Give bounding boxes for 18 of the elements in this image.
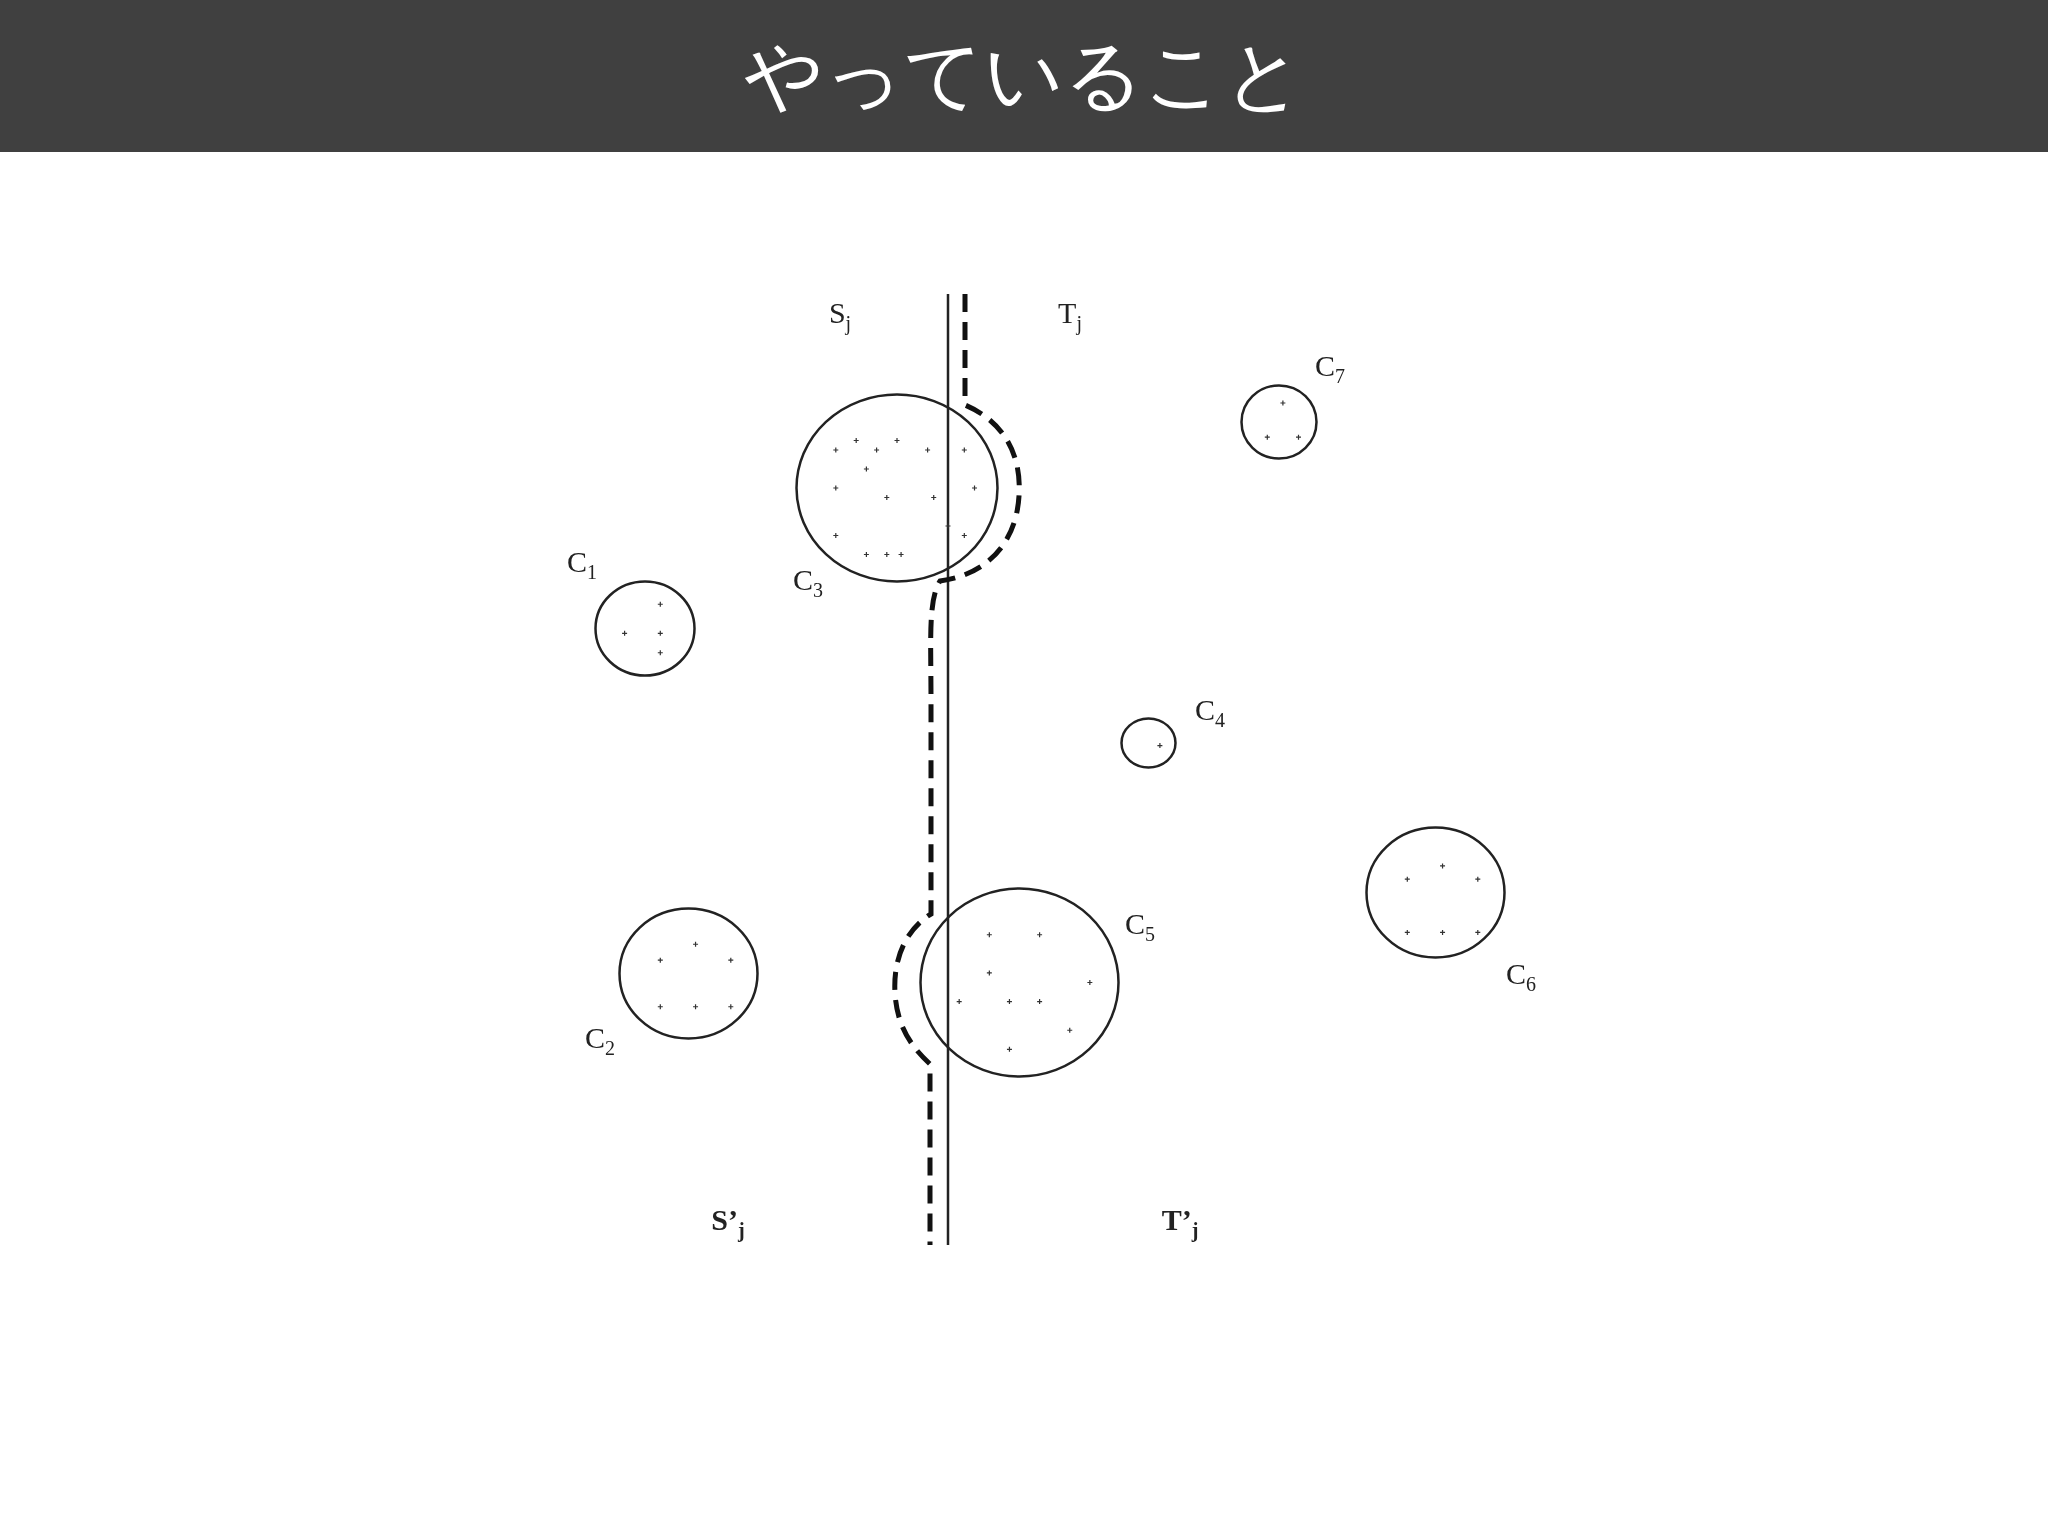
region-label: S’$_{j}$: [711, 1202, 745, 1242]
cluster-circle: [594, 579, 696, 677]
cluster-label: C$_{7}$: [1315, 348, 1345, 388]
cluster-label: C$_{6}$: [1506, 956, 1536, 996]
region-label: S$_{j}$: [828, 295, 852, 335]
cluster-circle: [1364, 825, 1506, 959]
cluster-label: C$_{5}$: [1125, 906, 1155, 946]
cluster-label: C$_{4}$: [1195, 692, 1225, 732]
cluster-circle: [617, 906, 759, 1040]
region-label: T$_{j}$: [1058, 295, 1082, 335]
slide-title: やっていること: [744, 28, 1304, 122]
region-label: T’$_{j}$: [1161, 1202, 1199, 1242]
cluster-label: C$_{2}$: [585, 1020, 615, 1060]
cluster-circle: [918, 886, 1120, 1078]
cluster-label: C$_{1}$: [567, 544, 597, 584]
cluster-circle: [1240, 384, 1318, 460]
cluster-label: C$_{3}$: [793, 562, 823, 602]
cluster-circle: [1119, 717, 1177, 769]
